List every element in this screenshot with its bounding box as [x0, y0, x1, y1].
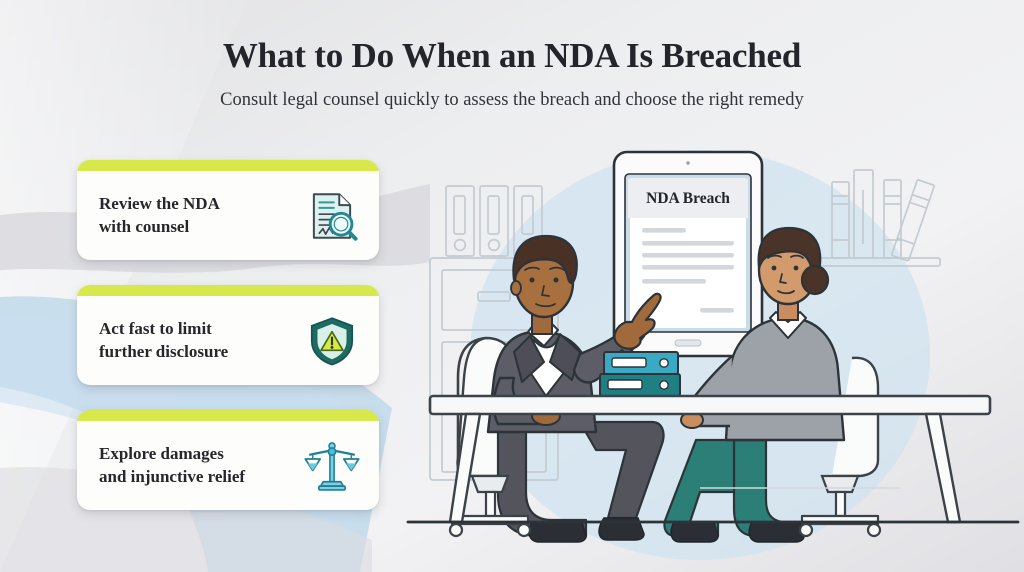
tablet-document: NDA Breach	[628, 178, 748, 313]
card-label: Act fast to limit further disclosure	[99, 319, 229, 361]
stacked-binders-on-desk	[599, 351, 681, 397]
tablet[interactable]: NDA Breach	[612, 150, 764, 358]
card-label: Explore damages and injunctive relief	[99, 444, 246, 486]
document-text-lines	[642, 228, 734, 313]
document-title-band	[628, 178, 748, 218]
steps-card-list: Review the NDA with counsel	[77, 160, 379, 535]
card-accent-bar	[77, 285, 379, 296]
step-card-explore-damages[interactable]: Explore damages and injunctive relief	[77, 410, 379, 510]
tablet-home-button[interactable]	[674, 339, 702, 347]
card-accent-bar	[77, 410, 379, 421]
card-body: Review the NDA with counsel	[77, 176, 379, 245]
header: What to Do When an NDA Is Breached Consu…	[0, 36, 1024, 111]
page-subtitle: Consult legal counsel quickly to assess …	[220, 90, 804, 111]
document-magnifier-icon	[303, 187, 361, 245]
card-accent-bar	[77, 160, 379, 171]
card-body: Act fast to limit further disclosure	[77, 301, 379, 370]
office-scene-illustration: NDA Breach	[406, 150, 1020, 560]
page-title: What to Do When an NDA Is Breached	[222, 36, 802, 75]
desk	[428, 394, 992, 524]
tablet-camera-icon	[686, 161, 690, 165]
card-body: Explore damages and injunctive relief	[77, 426, 379, 495]
scales-of-justice-icon	[303, 437, 361, 495]
step-card-act-fast[interactable]: Act fast to limit further disclosure	[77, 285, 379, 385]
tablet-document-title: NDA Breach	[646, 190, 730, 207]
card-label: Review the NDA with counsel	[99, 194, 220, 236]
shield-warning-icon	[303, 312, 361, 370]
step-card-review-nda[interactable]: Review the NDA with counsel	[77, 160, 379, 260]
